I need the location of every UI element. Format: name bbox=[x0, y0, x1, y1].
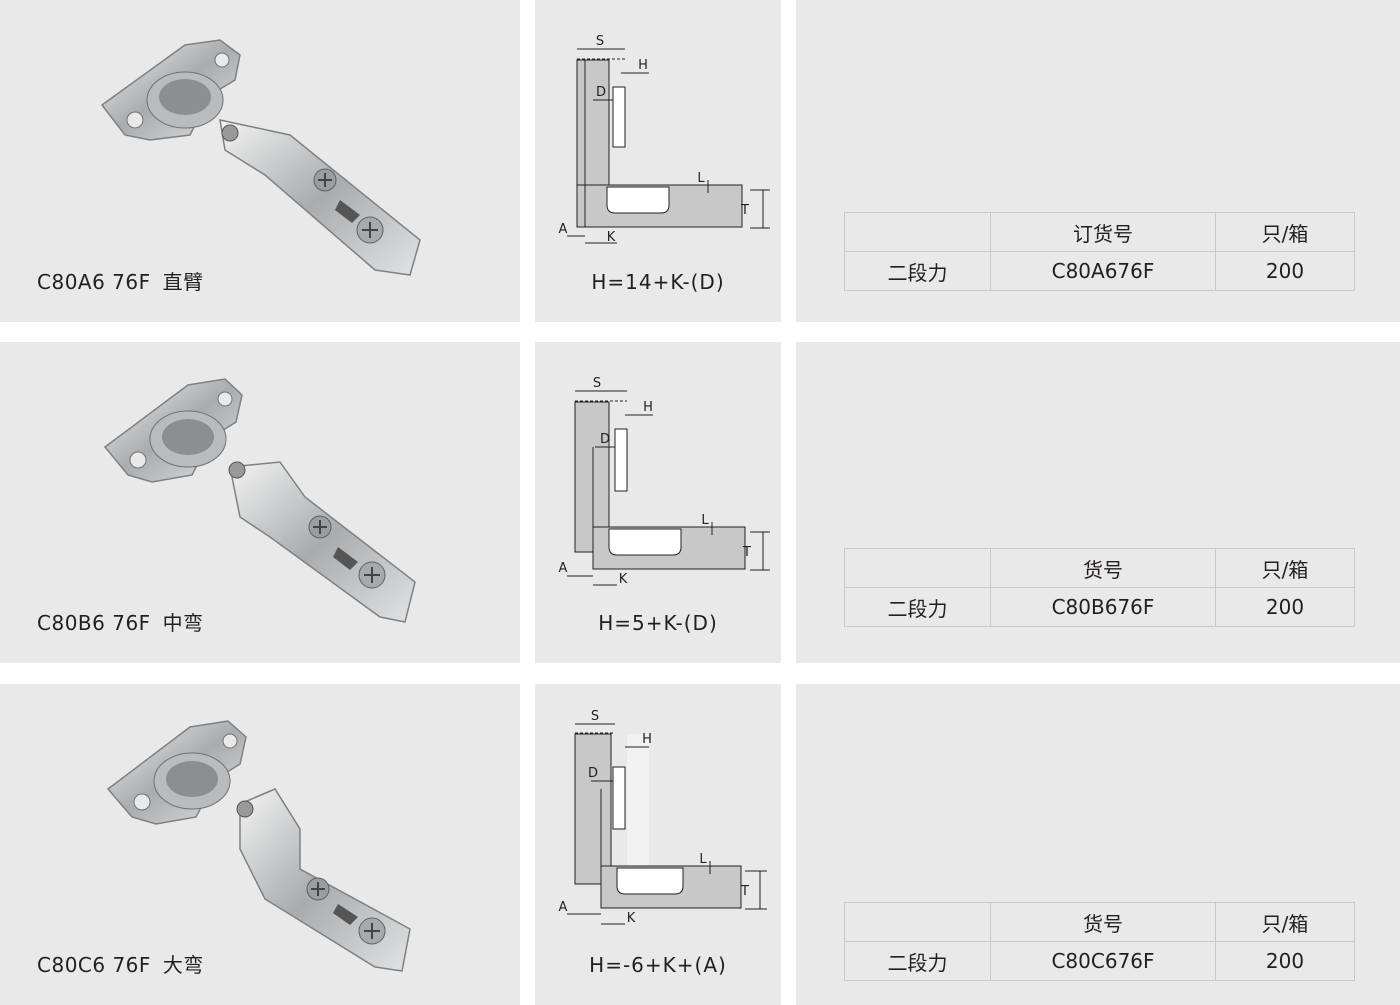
spec-table-panel: 货号 只/箱 二段力 C80C676F 200 bbox=[796, 684, 1400, 1005]
label-s: S bbox=[591, 709, 599, 724]
header-cell: 订货号 bbox=[990, 212, 1216, 252]
model-number: C80C6 76F bbox=[37, 953, 151, 977]
model-number: C80B6 76F bbox=[37, 611, 151, 635]
product-photo-panel: C80C6 76F 大弯 bbox=[0, 684, 520, 1005]
height-formula: H=-6+K+(A) bbox=[589, 953, 727, 977]
table-header-row: 货号 只/箱 bbox=[844, 548, 1355, 588]
header-cell: 货号 bbox=[990, 548, 1216, 588]
arm-type: 直臂 bbox=[162, 270, 204, 294]
hinge-large-bend-image bbox=[106, 720, 411, 972]
spec-table: 货号 只/箱 二段力 C80C676F 200 bbox=[844, 902, 1355, 981]
model-caption: C80B6 76F 中弯 bbox=[37, 607, 204, 636]
arm-type: 大弯 bbox=[162, 953, 204, 977]
label-d: D bbox=[600, 432, 610, 447]
label-a: A bbox=[559, 561, 568, 576]
product-photo-panel: C80B6 76F 中弯 bbox=[0, 342, 520, 663]
spec-label: 二段力 bbox=[844, 587, 991, 627]
label-a: A bbox=[559, 222, 568, 237]
label-d: D bbox=[588, 766, 598, 781]
quantity: 200 bbox=[1215, 587, 1355, 627]
model-number: C80A6 76F bbox=[37, 270, 151, 294]
dimension-diagram-large: S H D L T A K bbox=[559, 709, 767, 926]
label-h: H bbox=[643, 400, 653, 415]
header-cell bbox=[844, 212, 991, 252]
spec-table: 订货号 只/箱 二段力 C80A676F 200 bbox=[844, 212, 1355, 291]
spec-table-panel: 订货号 只/箱 二段力 C80A676F 200 bbox=[796, 0, 1400, 322]
table-header-row: 订货号 只/箱 bbox=[844, 212, 1355, 252]
hinge-medium-bend-image bbox=[103, 378, 416, 623]
spec-table-panel: 货号 只/箱 二段力 C80B676F 200 bbox=[796, 342, 1400, 663]
hinge-straight-arm-image bbox=[100, 39, 421, 276]
label-t: T bbox=[740, 203, 749, 218]
spec-table: 货号 只/箱 二段力 C80B676F 200 bbox=[844, 548, 1355, 627]
header-cell bbox=[844, 548, 991, 588]
order-number: C80B676F bbox=[990, 587, 1216, 627]
table-row: 二段力 C80A676F 200 bbox=[844, 251, 1355, 291]
label-d: D bbox=[596, 85, 606, 100]
table-header-row: 货号 只/箱 bbox=[844, 902, 1355, 942]
product-photo-panel: C80A6 76F 直臂 bbox=[0, 0, 520, 322]
label-k: K bbox=[627, 911, 636, 926]
header-cell: 只/箱 bbox=[1215, 902, 1355, 942]
dimension-diagram-panel: S H D L T A K H=14+K-(D) bbox=[535, 0, 781, 322]
header-cell: 货号 bbox=[990, 902, 1216, 942]
table-row: 二段力 C80B676F 200 bbox=[844, 587, 1355, 627]
label-k: K bbox=[619, 572, 628, 587]
dimension-diagram-medium: S H D L T A K bbox=[559, 376, 770, 587]
label-k: K bbox=[607, 230, 616, 245]
label-l: L bbox=[701, 513, 709, 528]
height-formula: H=5+K-(D) bbox=[598, 611, 718, 635]
label-a: A bbox=[559, 900, 568, 915]
label-l: L bbox=[697, 171, 705, 186]
header-cell: 只/箱 bbox=[1215, 212, 1355, 252]
dimension-diagram-panel: S H D L T A K H=5+K-(D) bbox=[535, 342, 781, 663]
label-s: S bbox=[593, 376, 601, 391]
header-cell bbox=[844, 902, 991, 942]
label-h: H bbox=[642, 732, 652, 747]
quantity: 200 bbox=[1215, 941, 1355, 981]
model-caption: C80A6 76F 直臂 bbox=[37, 266, 204, 295]
dimension-diagram-straight: S H D L T A K bbox=[559, 34, 770, 245]
spec-label: 二段力 bbox=[844, 941, 991, 981]
label-h: H bbox=[638, 58, 648, 73]
table-row: 二段力 C80C676F 200 bbox=[844, 941, 1355, 981]
height-formula: H=14+K-(D) bbox=[591, 270, 725, 294]
header-cell: 只/箱 bbox=[1215, 548, 1355, 588]
order-number: C80C676F bbox=[990, 941, 1216, 981]
label-l: L bbox=[699, 852, 707, 867]
order-number: C80A676F bbox=[990, 251, 1216, 291]
label-t: T bbox=[740, 884, 749, 899]
arm-type: 中弯 bbox=[162, 611, 204, 635]
label-s: S bbox=[596, 34, 604, 49]
quantity: 200 bbox=[1215, 251, 1355, 291]
dimension-diagram-panel: S H D L T A K H=-6+K+(A) bbox=[535, 684, 781, 1005]
spec-label: 二段力 bbox=[844, 251, 991, 291]
label-t: T bbox=[742, 545, 751, 560]
model-caption: C80C6 76F 大弯 bbox=[37, 949, 204, 978]
